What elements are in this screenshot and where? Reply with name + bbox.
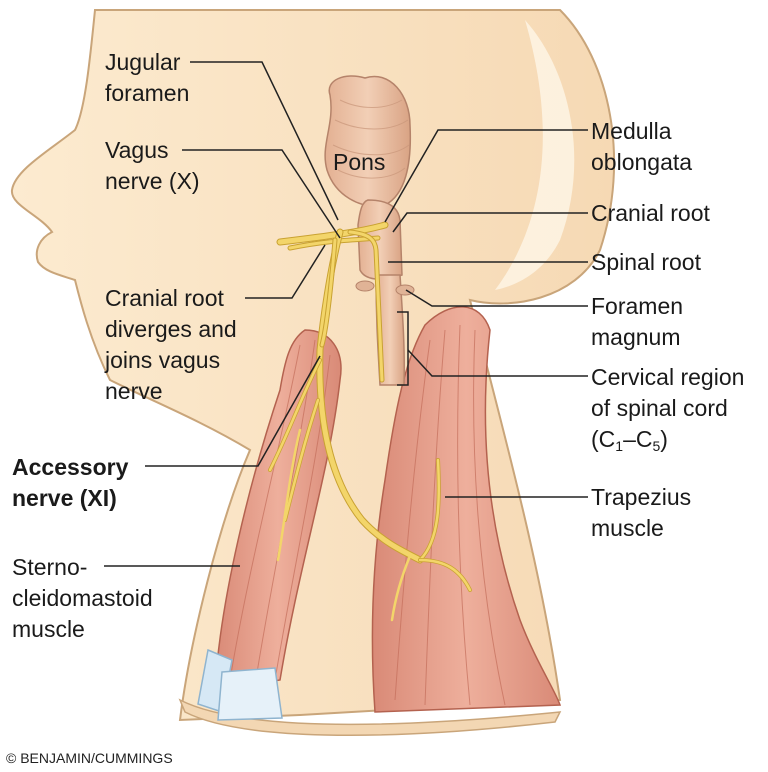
label-spinal-root: Spinal root [591,247,701,278]
label-pons: Pons [333,149,385,176]
label-foramen-magnum: Foramen magnum [591,291,683,353]
label-cranial-root: Cranial root [591,198,710,229]
clavicular-tendon [218,668,282,720]
label-vagus-nerve: Vagus nerve (X) [105,135,200,197]
label-medulla-oblongata: Medulla oblongata [591,116,692,178]
label-accessory-nerve: Accessory nerve (XI) [12,452,128,514]
label-trapezius: Trapezius muscle [591,482,691,544]
foramen-magnum-left [356,281,374,291]
label-jugular-foramen: Jugular foramen [105,47,189,109]
label-sternocleidomastoid: Sterno- cleidomastoid muscle [12,552,153,645]
copyright-credit: © BENJAMIN/CUMMINGS [6,750,173,766]
label-cervical-region: Cervical region of spinal cord (C1–C5) [591,362,744,462]
label-cranial-root-diverges: Cranial root diverges and joins vagus ne… [105,283,237,407]
pons [325,76,410,206]
cervical-range: (C1–C5) [591,424,744,462]
